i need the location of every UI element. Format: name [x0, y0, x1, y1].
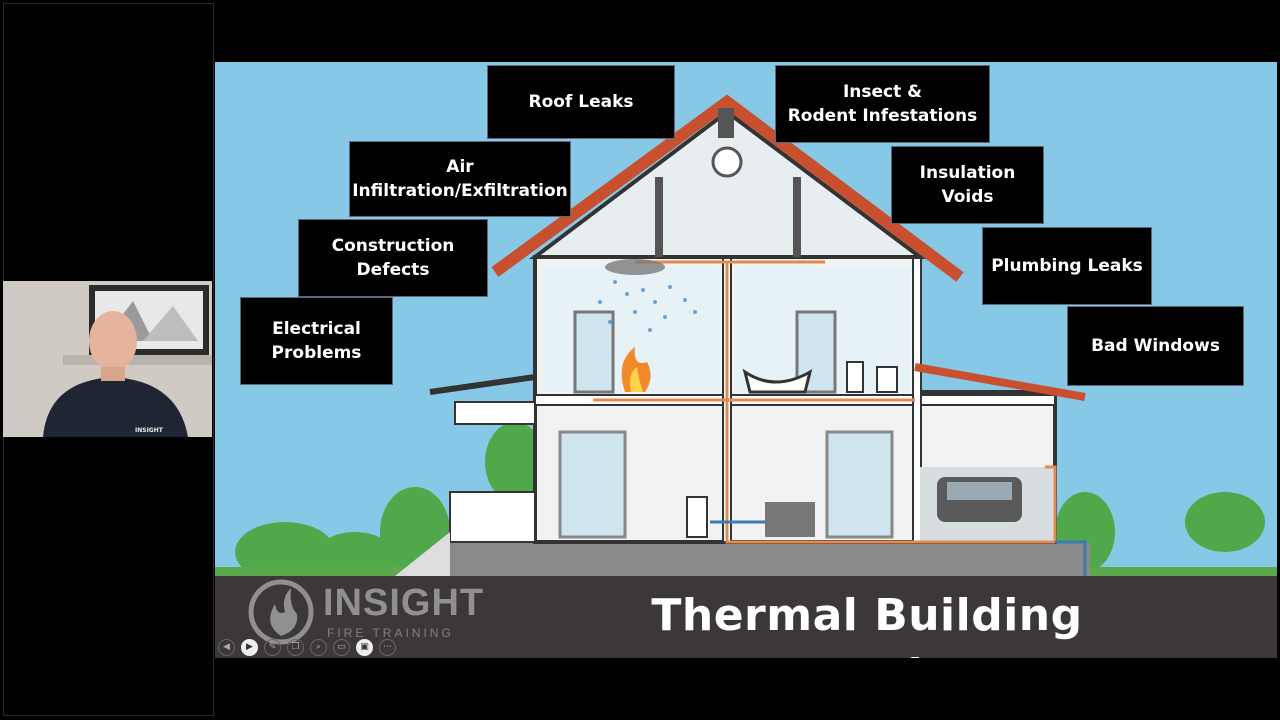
camera-icon[interactable]: ▣ — [356, 638, 373, 656]
shirt-logo-text: INSIGHT — [135, 427, 163, 434]
label-plumbing-leaks: Plumbing Leaks — [982, 227, 1152, 305]
play-icon[interactable]: ▶ — [241, 638, 258, 656]
logo-subtitle: FIRE TRAINING — [327, 626, 454, 640]
label-construction-defects: Construction Defects — [298, 219, 488, 297]
label-electrical-problems: Electrical Problems — [240, 297, 393, 385]
slide-title: Thermal Building Inspections — [651, 590, 1083, 658]
presentation-slide: Roof Leaks Insect & Rodent Infestations … — [215, 62, 1277, 658]
presenter-webcam: INSIGHT — [3, 281, 212, 437]
insight-logo: INSIGHT FIRE TRAINING — [241, 576, 485, 646]
label-bad-windows: Bad Windows — [1067, 306, 1244, 386]
label-roof-leaks: Roof Leaks — [487, 65, 675, 139]
label-air-infiltration: Air Infiltration/Exfiltration — [349, 141, 571, 217]
logo-word: INSIGHT — [323, 582, 485, 624]
label-insect-rodent: Insect & Rodent Infestations — [775, 65, 990, 143]
slides-icon[interactable]: ❐ — [287, 638, 304, 656]
previous-icon[interactable]: ◀ — [218, 638, 235, 656]
flame-logo-icon — [248, 579, 314, 645]
slideshow-controls: ◀ ▶ ✎ ❐ ⌕ ▭ ▣ ⋯ — [218, 637, 396, 657]
pen-icon[interactable]: ✎ — [264, 638, 281, 656]
more-icon[interactable]: ⋯ — [379, 638, 396, 656]
label-insulation-voids: Insulation Voids — [891, 146, 1044, 224]
zoom-icon[interactable]: ⌕ — [310, 638, 327, 656]
subtitle-icon[interactable]: ▭ — [333, 638, 350, 656]
